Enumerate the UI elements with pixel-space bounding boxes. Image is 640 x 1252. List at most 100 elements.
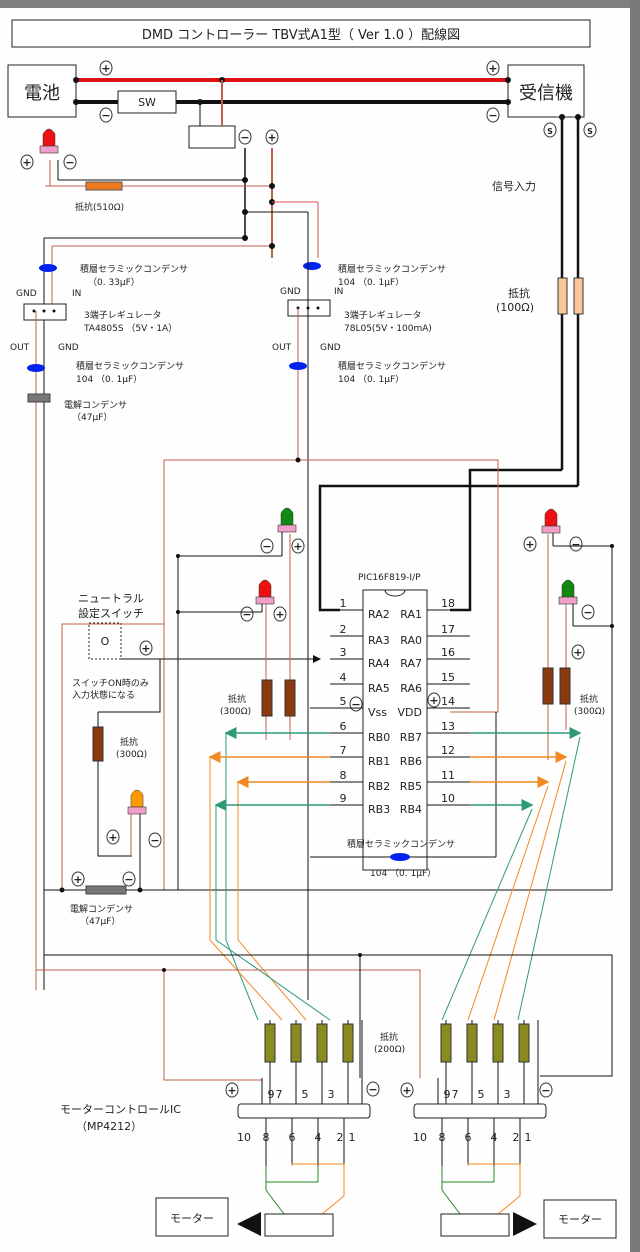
resistor-510 bbox=[85, 181, 123, 191]
motor-left-label: モーター bbox=[170, 1212, 214, 1225]
elec2-value: （47μF） bbox=[80, 916, 120, 927]
resistor-300-c-label-2: (300Ω) bbox=[574, 707, 605, 717]
pic-chip: PIC16F819-I/P 1RA22RA33RA44RA55Vss6RB07R… bbox=[310, 573, 470, 871]
svg-text:+: + bbox=[402, 1084, 411, 1097]
plus-icon: + bbox=[400, 1082, 414, 1098]
reg2-cap-in-value: 104 （0. 1μF） bbox=[338, 277, 404, 288]
receiver-block: 受信機 bbox=[507, 64, 585, 118]
svg-text:−: − bbox=[583, 606, 592, 619]
reg2-cap-out-name: 積層セラミックコンデンサ bbox=[338, 360, 446, 372]
motor-ic-label-2: （MP4212） bbox=[76, 1120, 142, 1133]
pic-pin-name-ra6: RA6 bbox=[400, 682, 422, 695]
resistor-200 bbox=[466, 1023, 478, 1063]
pic-pin-name-vdd: VDD bbox=[398, 706, 422, 719]
svg-text:−: − bbox=[65, 156, 74, 169]
svg-text:−: − bbox=[368, 1083, 377, 1096]
minus-icon: − bbox=[99, 107, 113, 123]
motor-ic-pin-bottom: 1 bbox=[349, 1131, 356, 1144]
motor-right-terminal bbox=[440, 1213, 510, 1237]
plus-icon: + bbox=[106, 829, 120, 845]
svg-text:+: + bbox=[73, 873, 82, 886]
svg-text:+: + bbox=[275, 608, 284, 621]
motor-ic-pin-top: 3 bbox=[328, 1088, 335, 1101]
led-orange-neutral bbox=[127, 789, 147, 815]
minus-icon: − bbox=[366, 1081, 380, 1097]
pic-pin-number: 13 bbox=[441, 720, 455, 733]
neutral-switch[interactable]: O bbox=[88, 622, 122, 660]
resistor-100-b bbox=[573, 277, 584, 315]
resistor-200 bbox=[342, 1023, 354, 1063]
signal-icon: S bbox=[543, 122, 557, 138]
pic-pin-name-rb4: RB4 bbox=[400, 803, 422, 816]
motor-right: モーター bbox=[543, 1199, 617, 1239]
pic-pin-name-ra5: RA5 bbox=[368, 682, 390, 695]
rb-right-route bbox=[441, 808, 533, 1021]
motor-ic-pin-top: 7 bbox=[452, 1088, 459, 1101]
page-shadow bbox=[630, 0, 640, 1252]
reg1-out: OUT bbox=[10, 343, 30, 353]
svg-text:+: + bbox=[429, 694, 438, 707]
elec2-name: 電解コンデンサ bbox=[70, 903, 133, 915]
led-red-1 bbox=[255, 579, 275, 605]
pic-pin-number: 18 bbox=[441, 597, 455, 610]
minus-icon: − bbox=[240, 606, 254, 622]
resistor-300-a-label-2: (300Ω) bbox=[220, 707, 251, 717]
svg-text:+: + bbox=[101, 62, 110, 75]
svg-text:−: − bbox=[242, 608, 251, 621]
svg-text:+: + bbox=[267, 131, 276, 144]
minus-icon: − bbox=[539, 1082, 553, 1098]
svg-text:−: − bbox=[101, 109, 110, 122]
pic-pin-name-ra3: RA3 bbox=[368, 634, 390, 647]
svg-text:+: + bbox=[141, 642, 150, 655]
battery-block: 電池 bbox=[7, 64, 77, 118]
resistor-200 bbox=[290, 1023, 302, 1063]
pic-pin-name-rb3: RB3 bbox=[368, 803, 390, 816]
reg1-name: 3端子レギュレータ bbox=[84, 309, 162, 321]
plus-icon: + bbox=[99, 60, 113, 76]
motor-ic-group: 9753108642197531086421 bbox=[237, 1020, 547, 1215]
pic-pin-number: 4 bbox=[340, 671, 347, 684]
svg-text:−: − bbox=[262, 540, 271, 553]
pic-pin-number: 8 bbox=[340, 769, 347, 782]
motor-ic-body bbox=[237, 1103, 371, 1119]
plus-icon: + bbox=[523, 536, 537, 552]
rb-right-route bbox=[493, 760, 567, 1021]
svg-text:+: + bbox=[108, 831, 117, 844]
pic-cap-value: 104 （0. 1μF） bbox=[370, 868, 436, 879]
minus-icon: − bbox=[148, 832, 162, 848]
resistor-300-b-label-1: 抵抗 bbox=[120, 736, 138, 748]
plus-icon: + bbox=[291, 538, 305, 554]
led-group bbox=[39, 128, 578, 890]
motor-ic-pin-bottom: 2 bbox=[337, 1131, 344, 1144]
led-power-red bbox=[39, 128, 59, 154]
resistor-200 bbox=[316, 1023, 328, 1063]
rb-left-route bbox=[215, 805, 331, 1021]
pic-pin-name-rb1: RB1 bbox=[368, 755, 390, 768]
pic-pin-number: 1 bbox=[340, 597, 347, 610]
pic-pin-number: 7 bbox=[340, 744, 347, 757]
svg-text:+: + bbox=[293, 540, 302, 553]
reg2-gnd2: GND bbox=[320, 343, 341, 353]
reg2-gnd: GND bbox=[280, 287, 301, 297]
svg-text:−: − bbox=[124, 873, 133, 886]
svg-text:−: − bbox=[541, 1084, 550, 1097]
minus-icon: − bbox=[569, 536, 583, 552]
title-box: DMD コントローラー TBV式A1型（ Ver 1.0 ）配線図 bbox=[11, 19, 591, 48]
plus-icon: + bbox=[225, 1082, 239, 1098]
pic-pin-number: 14 bbox=[441, 695, 455, 708]
resistor-300-switch bbox=[92, 726, 104, 762]
pic-pin-number: 12 bbox=[441, 744, 455, 757]
pic-pin-name-rb7: RB7 bbox=[400, 731, 422, 744]
reg1-elec-name: 電解コンデンサ bbox=[64, 399, 127, 411]
motor-ic-pin-top: 9 bbox=[268, 1088, 275, 1101]
rb-right-route bbox=[467, 785, 549, 1021]
receiver-label: 受信機 bbox=[519, 83, 573, 104]
svg-text:−: − bbox=[488, 109, 497, 122]
resistor-300-led-d bbox=[559, 667, 571, 705]
reg1-cap-out-value: 104 （0. 1μF） bbox=[76, 374, 142, 385]
neutral-switch-symbol: O bbox=[101, 635, 110, 648]
pic-pin-name-ra7: RA7 bbox=[400, 657, 422, 670]
rb-left-route bbox=[225, 733, 259, 1021]
motor-ic-pin-top: 3 bbox=[504, 1088, 511, 1101]
